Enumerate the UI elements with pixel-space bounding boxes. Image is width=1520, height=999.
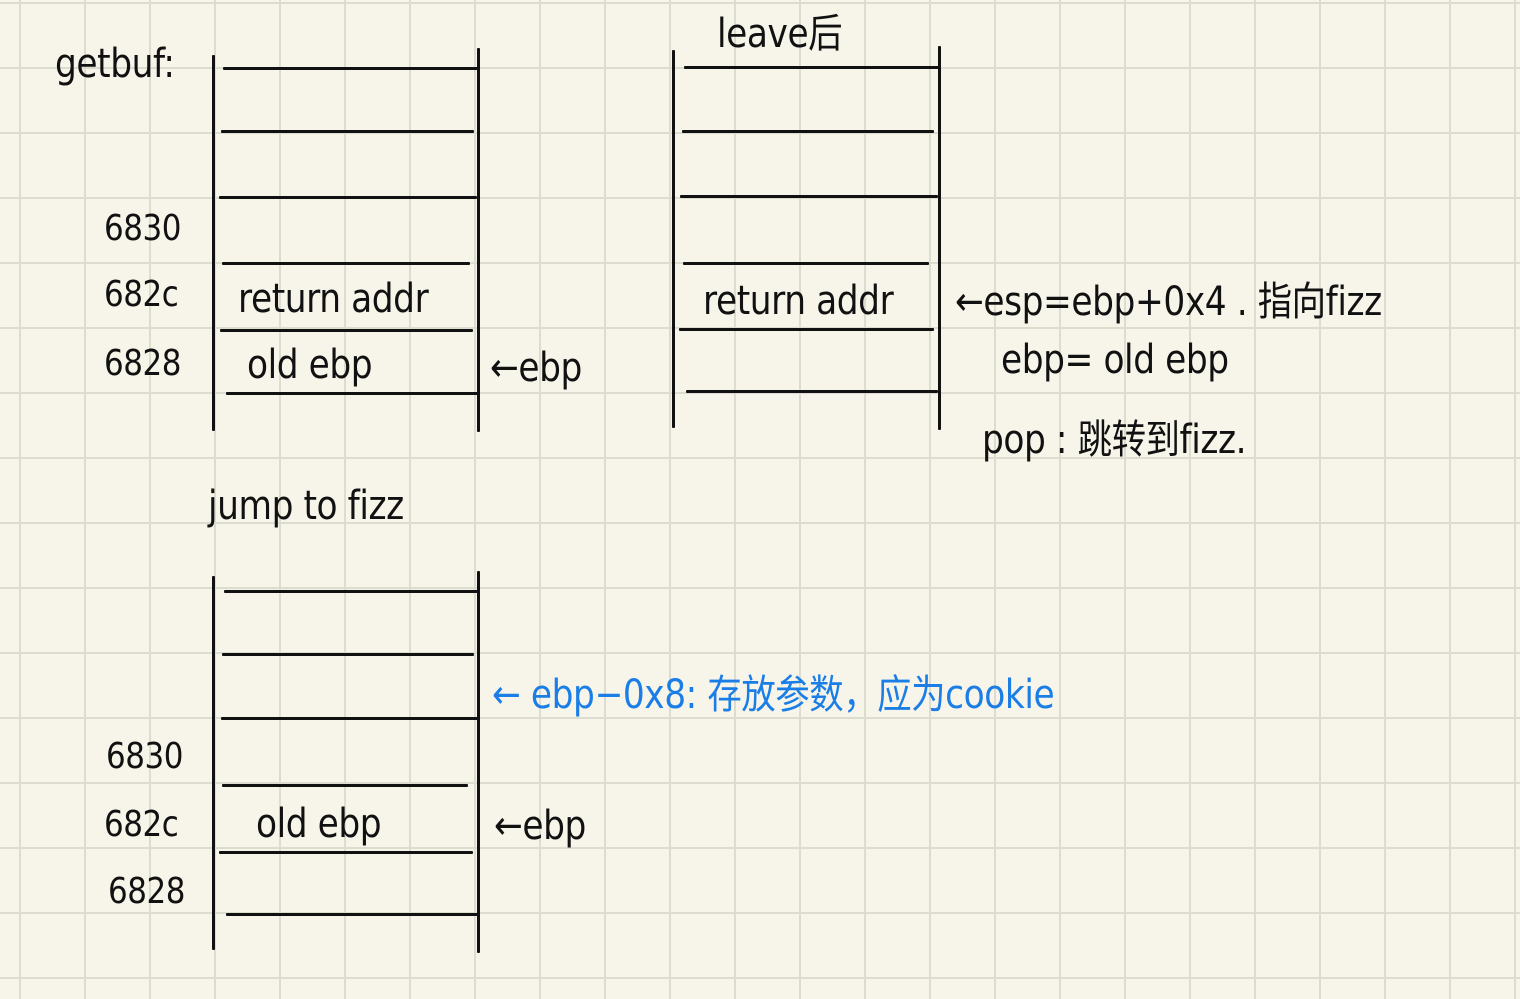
fizz-stack-divider (226, 913, 478, 916)
leave-stack-divider (680, 195, 938, 198)
leave-esp-note: ←esp=ebp+0x4 . 指向fizz (955, 279, 1382, 325)
leave-stack-divider (679, 328, 934, 331)
getbuf-address-label: 6830 (104, 208, 182, 249)
getbuf-address-label: 6828 (104, 343, 182, 384)
fizz-stack-divider (224, 590, 479, 593)
getbuf-stack-divider (223, 67, 479, 70)
leave-pop-note: pop : 跳转到fizz. (982, 417, 1247, 463)
leave-return-addr-slot: return addr (703, 278, 894, 324)
fizz-stack-divider (219, 851, 473, 854)
getbuf-stack-divider (226, 392, 478, 395)
fizz-stack-right-wall (477, 571, 480, 953)
fizz-address-label: 6828 (108, 871, 186, 912)
fizz-stack-left-wall (212, 576, 215, 950)
fizz-title: jump to fizz (208, 483, 404, 529)
getbuf-ebp-pointer: ←ebp (490, 345, 582, 391)
leave-stack-divider (683, 262, 929, 265)
fizz-stack-divider (221, 717, 478, 720)
fizz-address-label: 682c (104, 804, 179, 845)
getbuf-address-label: 682c (104, 274, 179, 315)
fizz-address-label: 6830 (106, 736, 184, 777)
leave-stack-divider (686, 390, 938, 393)
leave-stack-divider (684, 66, 940, 69)
leave-stack-left-wall (672, 50, 675, 428)
fizz-ebp-pointer: ←ebp (494, 803, 586, 849)
leave-title: leave后 (717, 11, 843, 57)
getbuf-stack-right-wall (477, 48, 480, 432)
leave-stack-right-wall (938, 46, 941, 430)
getbuf-stack-left-wall (212, 55, 215, 431)
getbuf-stack-divider (220, 329, 473, 332)
getbuf-old-ebp-slot: old ebp (247, 342, 373, 388)
fizz-stack-divider (222, 653, 474, 656)
getbuf-stack-divider (219, 196, 477, 199)
fizz-stack-divider (222, 784, 468, 787)
fizz-old-ebp-slot: old ebp (256, 801, 382, 847)
getbuf-return-addr-slot: return addr (238, 276, 429, 322)
leave-ebp-note: ebp= old ebp (1001, 337, 1229, 383)
getbuf-stack-divider (221, 130, 474, 133)
getbuf-stack-divider (222, 262, 470, 265)
fizz-argument-note: ← ebp−0x8: 存放参数，应为cookie (492, 672, 1055, 718)
getbuf-title: getbuf: (55, 41, 175, 87)
leave-stack-divider (682, 130, 934, 133)
